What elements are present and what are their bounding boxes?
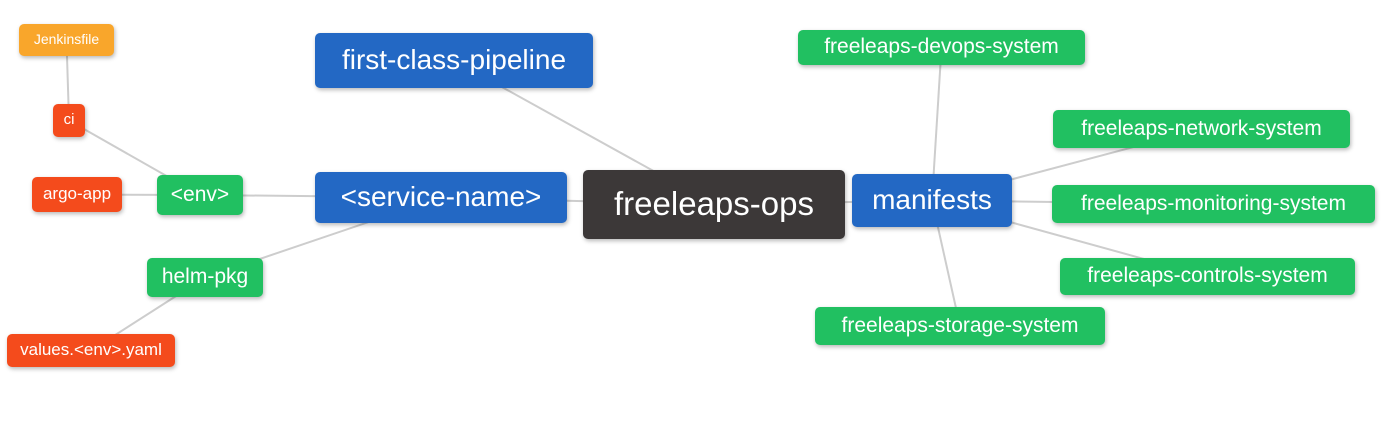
node-ci[interactable]: ci	[53, 104, 85, 137]
node-monitoring-system[interactable]: freeleaps-monitoring-system	[1052, 185, 1375, 223]
node-service-name[interactable]: <service-name>	[315, 172, 567, 223]
node-values-env-yaml[interactable]: values.<env>.yaml	[7, 334, 175, 367]
node-devops-system-label: freeleaps-devops-system	[824, 35, 1059, 58]
node-argo-app-label: argo-app	[42, 184, 112, 203]
node-network-system-label: freeleaps-network-system	[1081, 116, 1322, 140]
node-network-system[interactable]: freeleaps-network-system	[1053, 110, 1350, 148]
node-jenkinsfile-label: Jenkinsfile	[33, 31, 100, 47]
node-helm-pkg[interactable]: helm-pkg	[147, 258, 263, 297]
node-manifests-label: manifests	[872, 183, 992, 215]
node-storage-system-label: freeleaps-storage-system	[841, 313, 1079, 337]
node-freeleaps-ops-label: freeleaps-ops	[614, 185, 814, 222]
node-monitoring-system-label: freeleaps-monitoring-system	[1081, 191, 1346, 215]
node-helm-pkg-label: helm-pkg	[161, 265, 249, 288]
node-values-env-yaml-label: values.<env>.yaml	[20, 340, 162, 359]
node-controls-system[interactable]: freeleaps-controls-system	[1060, 258, 1355, 295]
node-service-name-label: <service-name>	[340, 180, 542, 212]
node-freeleaps-ops[interactable]: freeleaps-ops	[583, 170, 845, 239]
node-manifests[interactable]: manifests	[852, 174, 1012, 227]
node-env-label: <env>	[170, 182, 230, 206]
node-devops-system[interactable]: freeleaps-devops-system	[798, 30, 1085, 65]
node-controls-system-label: freeleaps-controls-system	[1087, 264, 1328, 287]
node-jenkinsfile[interactable]: Jenkinsfile	[19, 24, 114, 56]
node-first-class-pipeline-label: first-class-pipeline	[341, 43, 567, 75]
node-storage-system[interactable]: freeleaps-storage-system	[815, 307, 1105, 345]
node-ci-label: ci	[63, 111, 75, 128]
node-argo-app[interactable]: argo-app	[32, 177, 122, 212]
node-env[interactable]: <env>	[157, 175, 243, 215]
node-first-class-pipeline[interactable]: first-class-pipeline	[315, 33, 593, 88]
